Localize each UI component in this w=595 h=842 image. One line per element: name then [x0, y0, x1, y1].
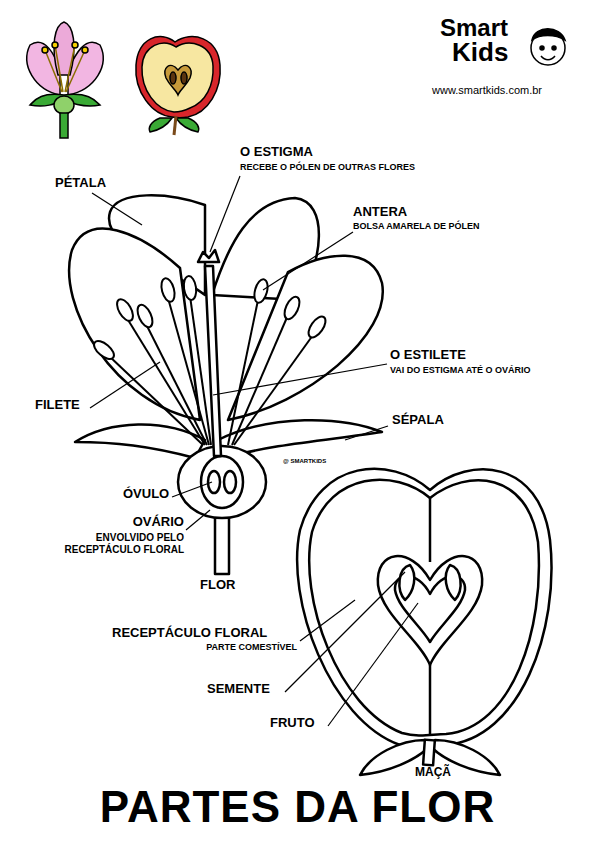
part-note: VAI DO ESTIGMA ATÉ O OVÁRIO [390, 365, 531, 375]
color-apple-icon [136, 37, 220, 135]
part-name: RECEPTÁCULO FLORAL [112, 626, 267, 641]
website-url: www.smartkids.com.br [432, 84, 542, 97]
logo-face [531, 29, 565, 65]
stamens [91, 275, 329, 445]
part-note: PARTE COMESTÍVEL [150, 642, 297, 652]
part-name: OVÁRIO [100, 515, 184, 530]
part-name: ANTERA [353, 205, 407, 220]
part-note: RECEBE O PÓLEN DE OUTRAS FLORES [240, 162, 415, 172]
part-note: ENVOLVIDO PELO RECEPTÁCULO FLORAL [58, 532, 184, 555]
part-name: FILETE [35, 398, 80, 413]
part-name: O ESTIGMA [240, 145, 313, 160]
part-name: PÉTALA [55, 176, 106, 191]
page-title: PARTES DA FLOR [0, 782, 595, 833]
part-name: SEMENTE [207, 682, 270, 697]
color-flower-icon [27, 22, 103, 138]
part-name: FRUTO [270, 716, 315, 731]
part-name: FLOR [200, 578, 235, 593]
logo-word: Kids [452, 38, 508, 68]
apple-drawing [297, 469, 551, 775]
part-note: BOLSA AMARELA DE PÓLEN [353, 221, 480, 231]
part-name: O ESTILETE [390, 348, 466, 363]
part-name: MAÇÃ [415, 766, 451, 780]
watermark: @ SMARTKIDS [283, 458, 326, 465]
part-name: ÓVULO [123, 487, 169, 502]
part-name: SÉPALA [392, 413, 444, 428]
leader-lines [90, 176, 418, 726]
